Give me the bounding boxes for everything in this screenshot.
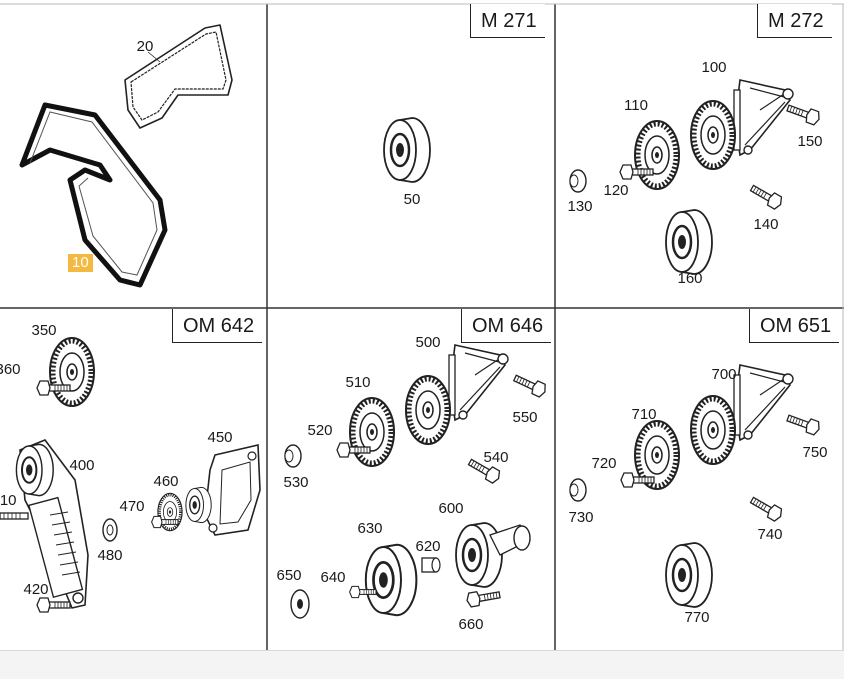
part-label-550[interactable]: 550: [512, 409, 538, 426]
part-label-480[interactable]: 480: [97, 547, 123, 564]
part-label-530[interactable]: 530: [283, 474, 309, 491]
part-label-500[interactable]: 500: [415, 334, 441, 351]
sleeve-620: [421, 557, 441, 573]
bolt-550: [511, 371, 549, 399]
part-label-630[interactable]: 630: [357, 520, 383, 537]
part-label-50[interactable]: 50: [403, 191, 421, 208]
pulley-770: [664, 541, 714, 609]
part-label-360[interactable]: 360: [0, 361, 21, 378]
bolt-420: [36, 597, 71, 613]
bolt-660: [465, 587, 502, 609]
part-label-400[interactable]: 400: [69, 457, 95, 474]
pulley-600: [454, 521, 504, 589]
pulley-700: [691, 396, 735, 464]
pulley-350: [50, 338, 94, 406]
part-label-750[interactable]: 750: [802, 444, 828, 461]
pulley-460b: [185, 486, 212, 524]
bolt-410: [0, 512, 29, 520]
cap-530: [284, 444, 302, 468]
part-label-740[interactable]: 740: [757, 526, 783, 543]
pulley-50: [382, 116, 432, 184]
tensioner-500: [448, 344, 509, 421]
panel-title-om646: OM 646: [461, 309, 552, 343]
panel-title-om651: OM 651: [749, 309, 840, 343]
part-label-650[interactable]: 650: [276, 567, 302, 584]
part-label-350[interactable]: 350: [31, 322, 57, 339]
horizontal-scrollbar-area[interactable]: [0, 650, 844, 679]
bolt-740: [747, 493, 785, 524]
cap-130: [569, 169, 587, 193]
part-label-730[interactable]: 730: [568, 509, 594, 526]
part-label-130[interactable]: 130: [567, 198, 593, 215]
part-label-100[interactable]: 100: [701, 59, 727, 76]
panel-title-m271: M 271: [470, 4, 545, 38]
part-label-600[interactable]: 600: [438, 500, 464, 517]
bolt-140: [747, 181, 785, 212]
bracket-450: [204, 444, 261, 536]
pulley-160: [664, 208, 714, 276]
part-label-150[interactable]: 150: [797, 133, 823, 150]
part-label-20[interactable]: 20: [136, 38, 154, 55]
part-label-10[interactable]: 10: [68, 254, 93, 272]
part-label-720[interactable]: 720: [591, 455, 617, 472]
part-label-450[interactable]: 450: [207, 429, 233, 446]
part-label-420[interactable]: 420: [23, 581, 49, 598]
part-label-660[interactable]: 660: [458, 616, 484, 633]
part-label-140[interactable]: 140: [753, 216, 779, 233]
part-label-410[interactable]: 410: [0, 492, 17, 509]
spacer-600: [489, 524, 531, 556]
belt-20: [124, 24, 233, 129]
part-label-770[interactable]: 770: [684, 609, 710, 626]
pulley-110: [635, 121, 679, 189]
pulley-500: [406, 376, 450, 444]
part-label-460[interactable]: 460: [153, 473, 179, 490]
bolt-150: [784, 100, 823, 127]
pulley-400: [15, 443, 55, 497]
part-label-510[interactable]: 510: [345, 374, 371, 391]
part-label-710[interactable]: 710: [631, 406, 657, 423]
pulley-100: [691, 101, 735, 169]
bolt-750: [784, 410, 823, 437]
pulley-630: [364, 543, 418, 617]
belt-10: [19, 102, 168, 288]
part-label-700[interactable]: 700: [711, 366, 737, 383]
panel-title-om642: OM 642: [172, 309, 263, 343]
part-label-120[interactable]: 120: [603, 182, 629, 199]
part-label-620[interactable]: 620: [415, 538, 441, 555]
part-label-110[interactable]: 110: [624, 97, 648, 114]
tensioner-100: [733, 79, 794, 156]
part-label-160[interactable]: 160: [677, 270, 703, 287]
cap-730: [569, 478, 587, 502]
part-label-520[interactable]: 520: [307, 422, 333, 439]
washer-650: [290, 589, 310, 619]
washer-480: [102, 518, 118, 542]
pulley-510: [350, 398, 394, 466]
part-label-540[interactable]: 540: [483, 449, 509, 466]
part-label-640[interactable]: 640: [320, 569, 346, 586]
tensioner-700: [733, 364, 794, 441]
part-label-470[interactable]: 470: [119, 498, 145, 515]
panel-title-m272: M 272: [757, 4, 832, 38]
